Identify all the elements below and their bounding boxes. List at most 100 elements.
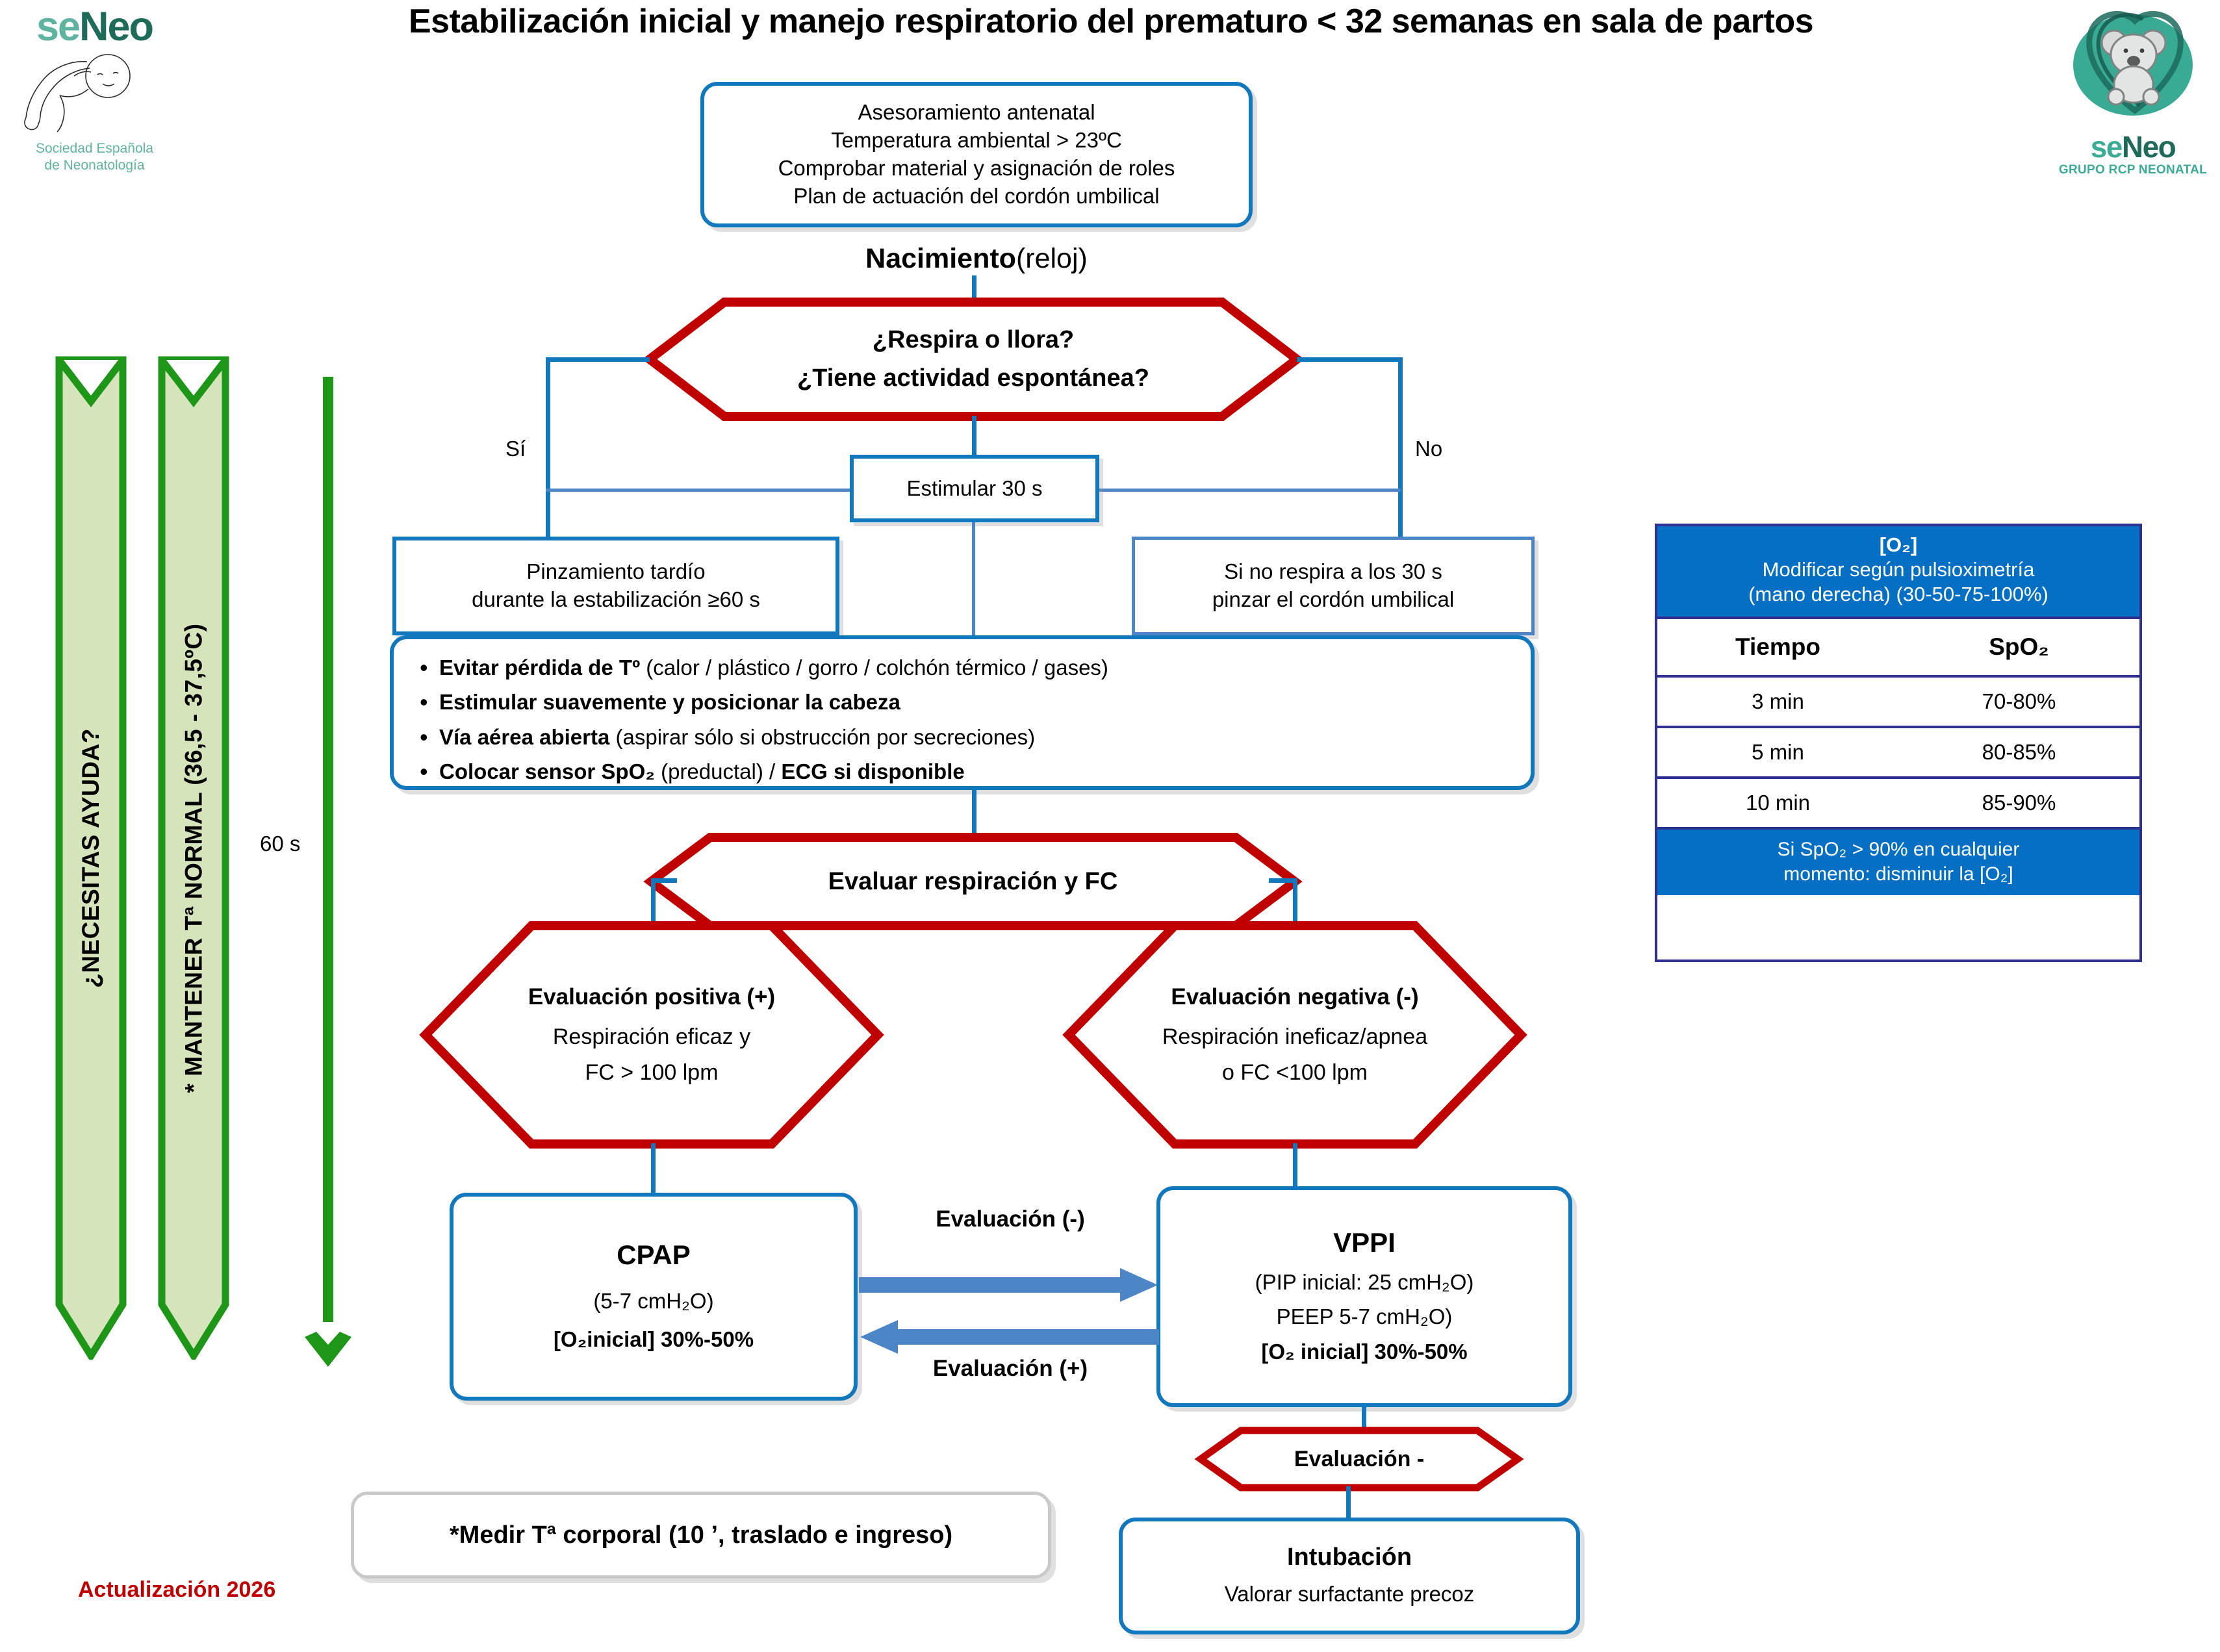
seneo-rcp-logo: seNeo GRUPO RCP NEONATAL <box>2052 5 2214 194</box>
connector-decision-to-stimulate <box>972 416 976 455</box>
step-1-bold: Evitar pérdida de Tº <box>439 655 641 680</box>
connector-stimulate-right <box>1098 489 1401 492</box>
step-4-bold: Colocar sensor SpO₂ <box>439 759 655 783</box>
step-1-rest: (calor / plástico / gorro / colchón térm… <box>640 655 1108 680</box>
update-year-label: Actualización 2026 <box>78 1577 276 1602</box>
logo-left-tagline-1: Sociedad Española <box>36 141 153 156</box>
cpap-box: CPAP (5-7 cmH₂O) [O₂inicial] 30%-50% <box>450 1193 858 1401</box>
prep-line-2: Temperatura ambiental > 23ºC <box>831 128 1122 153</box>
connector-birth-to-decision <box>972 275 976 304</box>
eval-negative-line-3: o FC <100 lpm <box>1222 1060 1368 1085</box>
timer-label: 60 s <box>260 832 301 856</box>
connector-yes-horizontal <box>546 357 650 362</box>
connector-eval-right-h <box>1269 878 1297 883</box>
green-arrow-keep-temp-label-wrap: * MANTENER Tª NORMAL (36,5 - 37,5ºC) <box>158 356 229 1360</box>
cord-no-line-1: Si no respira a los 30 s <box>1224 559 1442 584</box>
eval-minus-label: Evaluación - <box>1294 1446 1425 1471</box>
spo2-footer-line-2: momento: disminuir la [O₂] <box>1783 863 2013 885</box>
decision-evaluate-label: Evaluar respiración y FC <box>828 867 1118 895</box>
eval-positive-hexagon: Evaluación positiva (+) Respiración efic… <box>419 921 884 1149</box>
birth-label: Nacimiento (reloj) <box>700 242 1253 275</box>
spo2-row-1-value: 70-80% <box>1982 689 2056 714</box>
green-arrow-need-help-label-wrap: ¿NECESITAS AYUDA? <box>55 356 127 1360</box>
stimulate-box-label: Estimular 30 s <box>906 476 1043 500</box>
connector-negative-to-vppi <box>1293 1143 1297 1202</box>
connector-evalminus-to-intubation <box>1346 1486 1351 1527</box>
eval-positive-line-1: Evaluación positiva (+) <box>528 984 776 1010</box>
step-item-4: Colocar sensor SpO₂ (preductal) / ECG si… <box>413 757 1511 786</box>
clamp-cord-if-not-breathing-box: Si no respira a los 30 s pinzar el cordó… <box>1132 537 1535 635</box>
cord-no-line-2: pinzar el cordón umbilical <box>1212 587 1455 611</box>
green-arrow-keep-temp <box>158 356 229 1363</box>
branch-label-no: No <box>1415 437 1443 461</box>
vppi-fio2: [O₂ inicial] 30%-50% <box>1261 1340 1468 1364</box>
connector-stimulate-down <box>972 522 975 637</box>
connector-steps-to-evaluate <box>972 790 976 837</box>
green-arrow-keep-temp-label: * MANTENER Tª NORMAL (36,5 - 37,5ºC) <box>180 623 207 1093</box>
spo2-panel-footer: Si SpO₂ > 90% en cualquier momento: dism… <box>1657 827 2139 896</box>
baby-illustration-icon <box>24 54 131 133</box>
logo-right-neo: Neo <box>2121 130 2176 164</box>
logo-left-se: se <box>36 4 81 49</box>
seneo-society-logo: seNeo Sociedad Española de Neonatolog <box>12 6 177 185</box>
body-temp-note-label: *Medir Tª corporal (10 ’, traslado e ing… <box>449 1521 953 1549</box>
antenatal-prep-box: Asesoramiento antenatal Temperatura ambi… <box>700 82 1253 227</box>
prep-line-3: Comprobar material y asignación de roles <box>778 156 1175 180</box>
connector-no-horizontal <box>1297 357 1403 362</box>
step-4-rest: (preductal) / <box>654 759 782 783</box>
decision-breathing-hexagon: ¿Respira o llora? ¿Tiene actividad espon… <box>642 298 1305 421</box>
vppi-pip: (PIP inicial: 25 cmH₂O) <box>1255 1269 1474 1294</box>
table-row: 3 min 70-80% <box>1657 675 2139 726</box>
vppi-box: VPPI (PIP inicial: 25 cmH₂O) PEEP 5-7 cm… <box>1156 1186 1572 1407</box>
logo-right-tagline: GRUPO RCP NEONATAL <box>2058 163 2208 177</box>
body-temp-note-box: *Medir Tª corporal (10 ’, traslado e ing… <box>351 1492 1051 1579</box>
connector-yes-vertical <box>546 357 550 539</box>
spo2-row-2-time: 5 min <box>1752 740 1804 765</box>
spo2-row-2-value: 80-85% <box>1982 740 2056 765</box>
step-3-bold: Vía aérea abierta <box>439 724 610 749</box>
decision-evaluate-hexagon: Evaluar respiración y FC <box>643 833 1303 930</box>
eval-negative-line-2: Respiración ineficaz/apnea <box>1162 1024 1428 1049</box>
timer-arrowhead-icon <box>302 1312 354 1371</box>
cpap-title: CPAP <box>617 1239 691 1271</box>
step-4-bold2: ECG si disponible <box>781 759 965 783</box>
connector-stimulate-left <box>546 489 851 492</box>
spo2-header-line-3: (mano derecha) (30-50-75-100%) <box>1748 582 2048 605</box>
arrow-vppi-to-cpap-icon <box>859 1319 1159 1358</box>
eval-negative-hexagon: Evaluación negativa (-) Respiración inef… <box>1062 921 1527 1149</box>
eval-positive-line-2: Respiración eficaz y <box>552 1024 751 1049</box>
spo2-row-3-time: 10 min <box>1745 791 1811 815</box>
vppi-title: VPPI <box>1333 1226 1396 1258</box>
decision-breathing-line-2: ¿Tiene actividad espontánea? <box>797 364 1149 392</box>
decision-breathing-line-1: ¿Respira o llora? <box>872 326 1075 353</box>
step-item-3: Vía aérea abierta (aspirar sólo si obstr… <box>413 722 1511 751</box>
spo2-footer-line-1: Si SpO₂ > 90% en cualquier <box>1777 839 2020 861</box>
prep-line-1: Asesoramiento antenatal <box>858 100 1095 125</box>
connector-no-vertical <box>1398 357 1403 549</box>
branch-label-yes: Sí <box>505 437 526 461</box>
intubation-title: Intubación <box>1286 1544 1412 1571</box>
logo-right-se: se <box>2090 130 2123 164</box>
spo2-table-header-row: Tiempo SpO₂ <box>1657 616 2139 675</box>
eval-positive-line-3: FC > 100 lpm <box>585 1060 719 1085</box>
initial-steps-list: Evitar pérdida de Tº (calor / plástico /… <box>413 654 1511 786</box>
vppi-peep: PEEP 5-7 cmH₂O) <box>1276 1304 1453 1328</box>
eval-minus-hexagon: Evaluación - <box>1194 1427 1524 1492</box>
green-arrow-need-help <box>55 356 127 1363</box>
page-title: Estabilización inicial y manejo respirat… <box>409 3 1814 40</box>
step-item-2: Estimular suavemente y posicionar la cab… <box>413 688 1511 717</box>
arrow-label-to-vppi: Evaluación (-) <box>936 1206 1085 1232</box>
spo2-row-3-value: 85-90% <box>1982 791 2056 815</box>
birth-label-bold: Nacimiento <box>865 242 1016 274</box>
step-item-1: Evitar pérdida de Tº (calor / plástico /… <box>413 654 1511 682</box>
spo2-header-line-2: Modificar según pulsioximetría <box>1762 557 2035 581</box>
cord-yes-line-2: durante la estabilización ≥60 s <box>472 587 760 611</box>
table-row: 10 min 85-90% <box>1657 776 2139 827</box>
spo2-col-time: Tiempo <box>1735 633 1820 661</box>
intubation-box: Intubación Valorar surfactante precoz <box>1119 1518 1580 1634</box>
prep-line-4: Plan de actuación del cordón umbilical <box>793 183 1160 208</box>
spo2-header-tag: [O₂] <box>1879 533 1918 556</box>
spo2-target-panel: [O₂] Modificar según pulsioximetría (man… <box>1655 524 2142 962</box>
green-arrow-need-help-label: ¿NECESITAS AYUDA? <box>77 728 105 988</box>
spo2-panel-header: [O₂] Modificar según pulsioximetría (man… <box>1657 526 2139 617</box>
